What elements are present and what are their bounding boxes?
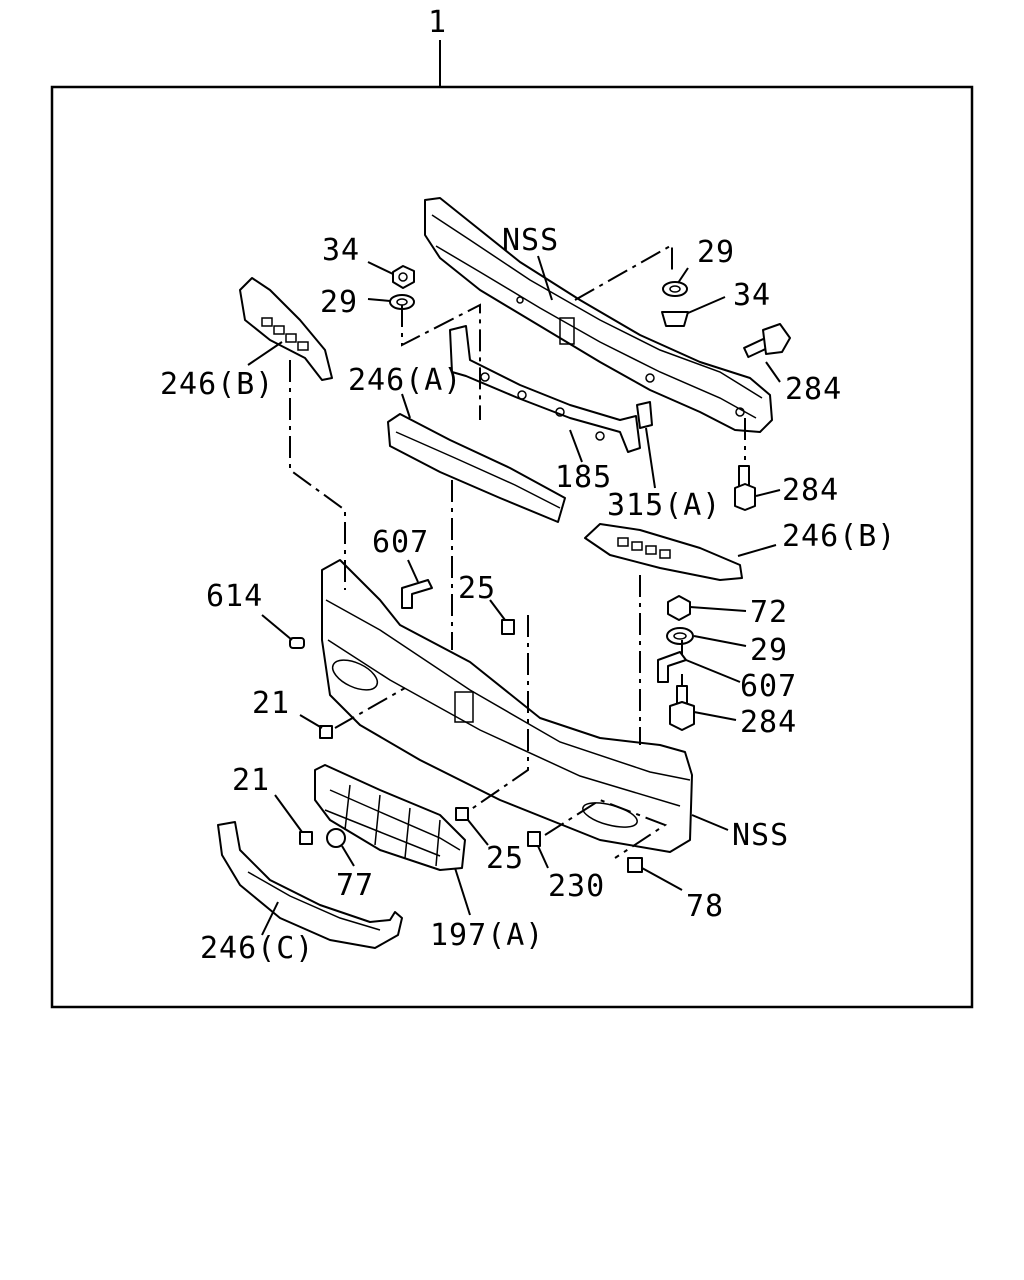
callout-29-top-left: 29 — [320, 285, 358, 320]
callout-284-top: 284 — [785, 372, 842, 407]
callout-77: 77 — [336, 868, 374, 903]
callout-nss-bottom: NSS — [732, 818, 789, 853]
hardware-bolt-284-mid — [734, 465, 756, 511]
callout-21-bottom: 21 — [232, 763, 270, 798]
hardware-bracket-607-left — [401, 579, 433, 609]
hardware-clip-230 — [527, 831, 541, 847]
callout-78: 78 — [686, 889, 724, 924]
callout-25-top: 25 — [458, 571, 496, 606]
bracket-185 — [449, 325, 641, 453]
callout-607-left: 607 — [372, 525, 429, 560]
callout-607-right: 607 — [740, 669, 797, 704]
trim-246b-left — [239, 277, 333, 381]
callout-197a: 197(A) — [430, 918, 544, 953]
hardware-nut-34-left — [392, 265, 415, 289]
hardware-clip-78 — [627, 857, 643, 873]
callout-185: 185 — [555, 460, 612, 495]
callout-246b-left: 246(B) — [160, 367, 274, 402]
hardware-nut-34-right — [661, 311, 689, 327]
hardware-nut-72 — [667, 595, 691, 621]
hardware-clip-25-top — [501, 619, 515, 635]
bumper-face — [321, 559, 693, 853]
callout-315a: 315(A) — [607, 488, 721, 523]
callout-nss-top: NSS — [502, 223, 559, 258]
trim-246c — [217, 821, 403, 949]
callout-246a: 246(A) — [348, 363, 462, 398]
callout-21-top: 21 — [252, 686, 290, 721]
callout-284-mid: 284 — [782, 473, 839, 508]
hardware-clip-25-bottom — [455, 807, 469, 821]
callout-34-top-left: 34 — [322, 233, 360, 268]
grille-246a — [387, 413, 566, 523]
hardware-screw-77 — [326, 828, 346, 848]
hardware-washer-29-lower — [666, 627, 694, 645]
hardware-clip-21-top — [319, 725, 333, 739]
callout-614: 614 — [206, 579, 263, 614]
callout-34-top-right: 34 — [733, 278, 771, 313]
callout-246c: 246(C) — [200, 931, 314, 966]
callout-29-top-right: 29 — [697, 235, 735, 270]
callout-230: 230 — [548, 869, 605, 904]
hardware-pin-614 — [289, 637, 305, 649]
callout-246b-right: 246(B) — [782, 519, 896, 554]
bracket-315a — [636, 401, 653, 429]
callout-29-right: 29 — [750, 633, 788, 668]
callout-72: 72 — [750, 595, 788, 630]
leader-lines — [247, 255, 781, 936]
assembly-frame — [50, 85, 974, 1009]
hardware-bolt-284-top — [743, 323, 791, 359]
grille-197a — [314, 764, 466, 871]
callout-assembly-1: 1 — [428, 5, 447, 40]
hardware-bolt-284-bottom — [669, 685, 695, 731]
callout-25-bottom: 25 — [486, 841, 524, 876]
hardware-clip-21-bottom — [299, 831, 313, 845]
callout-284-bottom: 284 — [740, 705, 797, 740]
bumper-reinforcement — [424, 197, 773, 433]
hardware-washer-29-right — [662, 281, 688, 297]
hardware-bracket-607-right — [657, 651, 687, 683]
assembly-lines — [289, 243, 746, 859]
trim-246b-right — [584, 523, 743, 581]
